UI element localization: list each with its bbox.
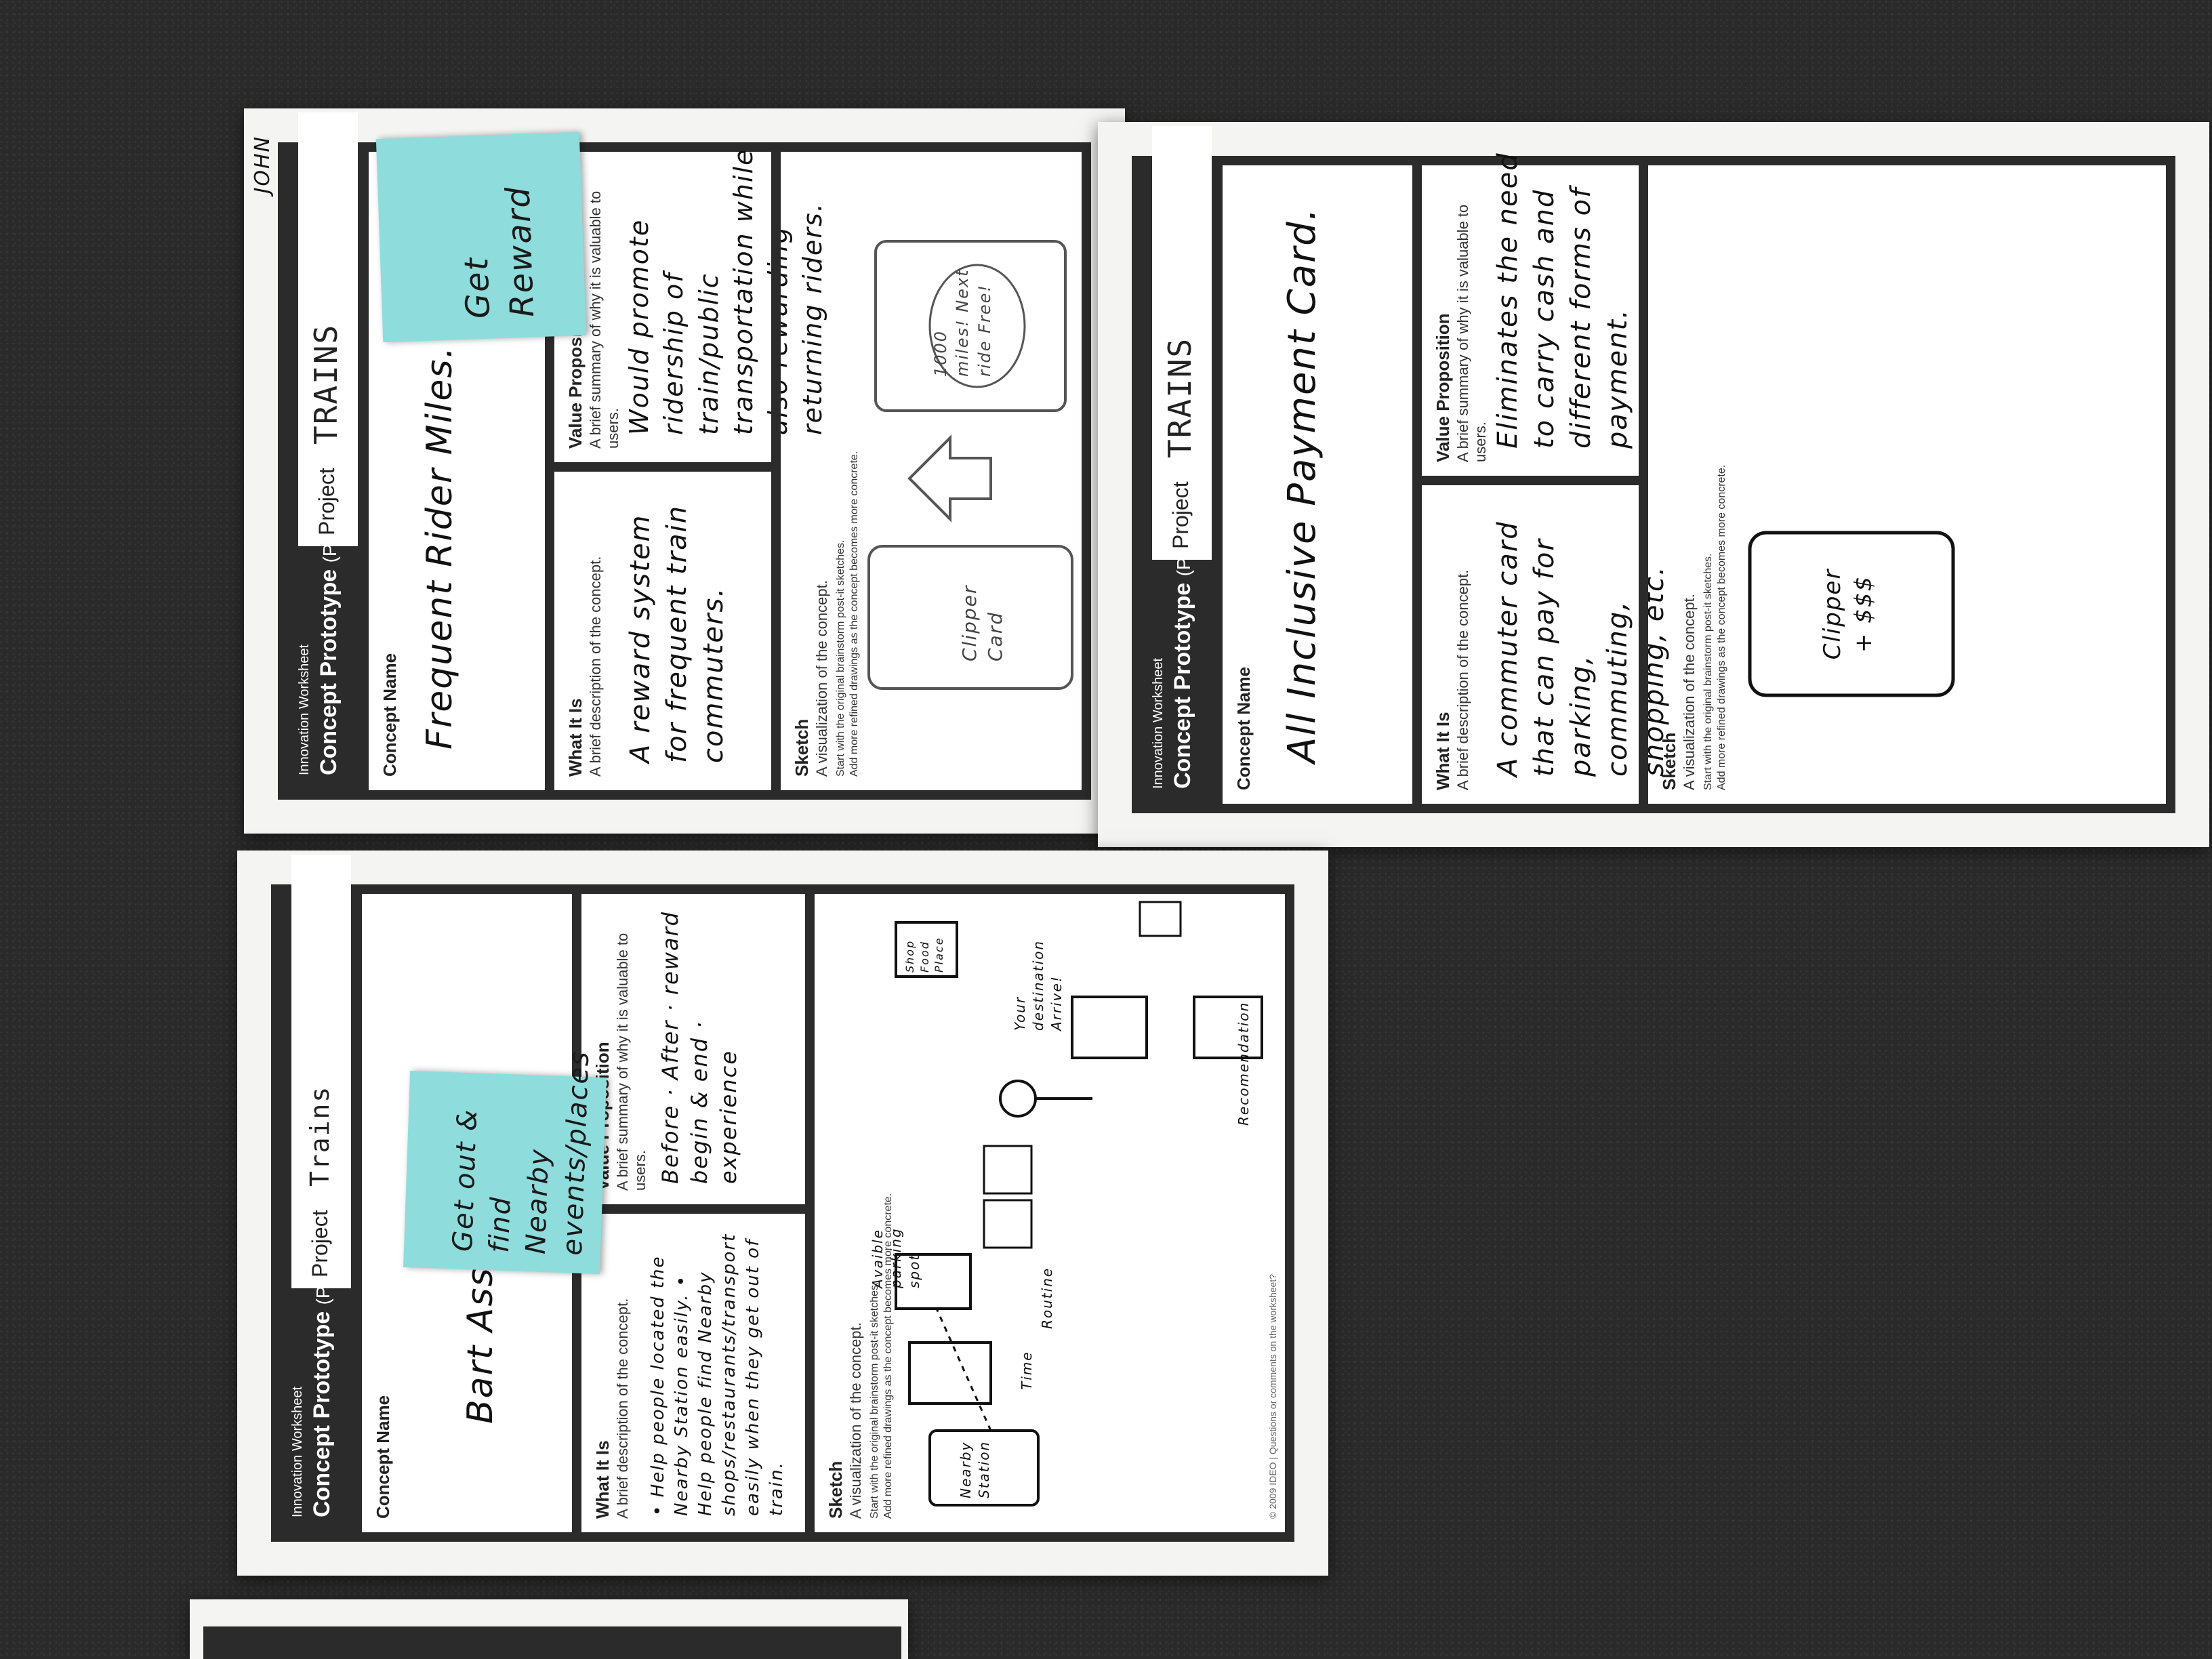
- worksheet-partial-bottom: [190, 1599, 908, 1659]
- sketch-section: Sketch A visualization of the concept. S…: [1639, 165, 2166, 804]
- sketch-drawing: [1748, 531, 1955, 697]
- concept-name-text: All Inclusive Payment Card.: [1280, 207, 1324, 763]
- sketch-label-recommendation: Recomendation: [1235, 1001, 1252, 1126]
- worksheet-header: Innovation Worksheet Concept Prototype (…: [287, 112, 369, 790]
- value-prop-text: Eliminates the need to carry cash and di…: [1492, 152, 1633, 449]
- value-prop-section: Value Proposition A brief summary of why…: [554, 148, 827, 462]
- sketch-label-clipper: Clipper Card: [958, 584, 1006, 661]
- sticky-note-nearby-events: Get out & find Nearby events/places: [403, 1050, 607, 1274]
- sketch-label-nearby-station: Nearby Station: [958, 1440, 992, 1498]
- what-it-is-section: What It Is A brief description of the co…: [1422, 476, 1670, 804]
- sketch-label-time: Time: [1019, 1351, 1035, 1390]
- concept-name-section: Concept Name All Inclusive Payment Card.: [1223, 165, 1422, 804]
- what-it-is-text: A reward system for frequent train commu…: [625, 504, 729, 763]
- worksheet-header: Innovation Worksheet Concept Prototype (…: [281, 855, 362, 1532]
- ideo-logo: IDEO: [304, 907, 328, 956]
- sketch-drawing: [895, 901, 1263, 1507]
- worksheet-frequent-rider: JOHN Innovation Worksheet Concept Protot…: [244, 108, 1125, 834]
- sketch-label-parking: Avaible parking spot: [869, 1227, 922, 1288]
- ideo-logo: IDEO: [310, 165, 335, 214]
- sketch-label-destination: Your destination Arrive!: [1012, 939, 1065, 1031]
- value-prop-section: Value Proposition A brief summary of why…: [581, 894, 805, 1204]
- worksheet-bart-assistant: Innovation Worksheet Concept Prototype (…: [237, 851, 1328, 1576]
- what-it-is-section: What It Is A brief description of the co…: [581, 1204, 805, 1532]
- concept-name-text: Frequent Rider Miles.: [419, 346, 460, 750]
- sketch-drawing: [867, 240, 1073, 690]
- author-name: JOHN: [251, 136, 274, 194]
- what-it-is-text: • Help people located the Nearby Station…: [648, 1233, 787, 1516]
- value-prop-text: Before · After · reward begin & end · ex…: [657, 911, 742, 1184]
- worksheet-header: Innovation Worksheet Concept Prototype (…: [1141, 126, 1223, 804]
- sketch-label-clipper: Clipper + $$$: [1819, 568, 1877, 660]
- sketch-label-routine: Routine: [1039, 1267, 1055, 1329]
- sketch-label-miles: 1000 miles! Next ride Free!: [931, 268, 994, 377]
- sticky-note-get-reward: Get Reward: [375, 131, 587, 343]
- sketch-label-shop-food: Shop Food Place: [903, 937, 946, 972]
- ideo-logo: IDEO: [1164, 179, 1189, 228]
- sketch-section: Sketch A visualization of the concept. S…: [805, 894, 1285, 1532]
- sketch-section: Sketch A visualization of the concept. S…: [771, 152, 1082, 790]
- value-prop-section: Value Proposition A brief summary of why…: [1422, 152, 1639, 476]
- worksheet-payment-card: Innovation Worksheet Concept Prototype (…: [1098, 122, 2209, 847]
- what-it-is-section: What It Is A brief description of the co…: [554, 462, 771, 790]
